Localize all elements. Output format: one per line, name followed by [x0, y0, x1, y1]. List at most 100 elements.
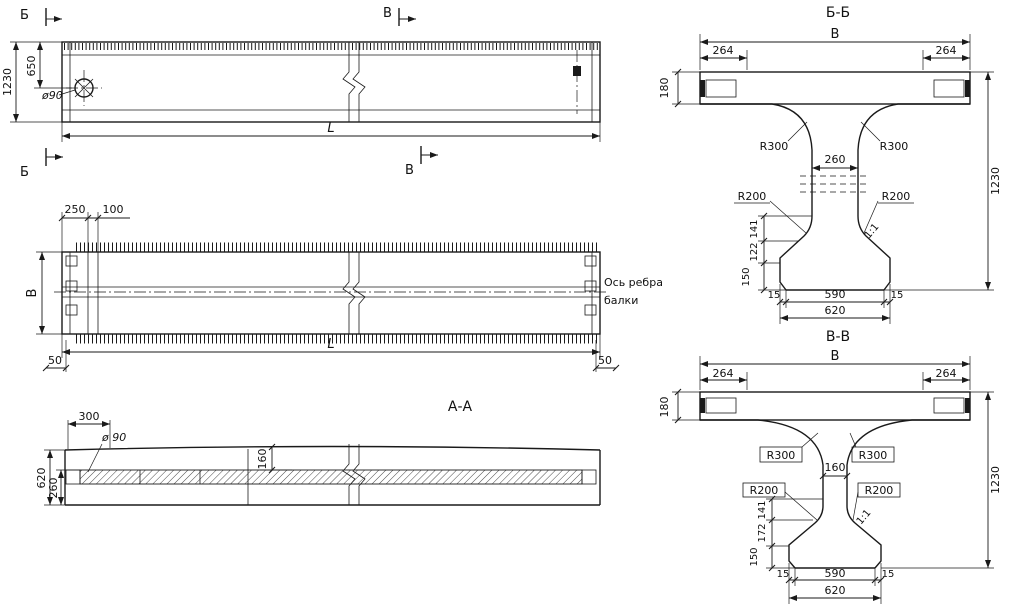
bb-r200-left: R200	[734, 190, 807, 234]
bb-dim-264-right-label: 264	[936, 44, 957, 57]
aa-dim-300: 300	[67, 410, 111, 449]
section-marker-v-bottom: В	[405, 146, 438, 178]
vv-r200-right: R200	[852, 482, 901, 521]
vv-dim-180-label: 180	[658, 397, 671, 418]
plan-dim-50-left-label: 50	[48, 354, 62, 367]
vv-dim-141-label: 141	[757, 500, 768, 519]
aa-top-edge	[64, 445, 601, 451]
bb-dim-width: В	[699, 27, 971, 70]
bb-bottom-dims: 15 590 15 620	[768, 284, 903, 324]
vv-dim-width-label: В	[831, 349, 840, 364]
section-marker-b-top: Б	[20, 8, 62, 26]
vv-web-right	[846, 419, 970, 569]
plan-dim-L-label: L	[327, 337, 334, 352]
section-bb-view: Б-Б В 264 264	[658, 5, 1002, 324]
break-symbol-plan	[342, 252, 366, 334]
break-symbol-aa	[342, 444, 366, 505]
plan-dim-width-label: В	[25, 289, 40, 298]
elevation-dim-L: L	[61, 121, 601, 142]
bb-r200-right: R200	[863, 190, 914, 234]
elevation-view: Б В	[1, 6, 601, 180]
plan-dim-50-right: 50	[592, 340, 620, 372]
elevation-dim-1230: 1230	[1, 41, 62, 123]
section-bb-title: Б-Б	[826, 5, 850, 21]
bb-dim-264-right: 264	[922, 44, 970, 70]
elevation-dim-650-label: 650	[25, 56, 38, 77]
vv-slope-label: 1:1	[855, 508, 874, 527]
vv-dim-590-label: 590	[825, 567, 846, 580]
plan-dim-50-left: 50	[42, 340, 70, 372]
bb-r200-right-label: R200	[882, 190, 911, 203]
section-aa-view: А-А 300 ø 90	[35, 399, 601, 506]
vv-r200-right-label: R200	[865, 484, 894, 497]
bb-dim-122-label: 122	[749, 242, 760, 261]
bb-dim-141-label: 141	[749, 219, 760, 238]
bb-r300-left-label: R300	[760, 140, 789, 153]
bb-web-right	[857, 103, 970, 291]
bb-r200-left-label: R200	[738, 190, 767, 203]
aa-dim-620-label: 620	[35, 468, 48, 489]
aa-hole-dim-label: ø 90	[101, 431, 126, 444]
aa-dim-620: 620	[35, 449, 65, 506]
hole-symbol	[66, 70, 102, 106]
bb-dim-web-label: 260	[825, 153, 846, 166]
bb-dim-180: 180	[658, 68, 700, 108]
aa-dim-160-label: 160	[256, 449, 269, 470]
bb-r300-left: R300	[760, 121, 808, 153]
anchor-symbol	[573, 50, 581, 114]
aa-dim-260-label: 260	[47, 478, 60, 499]
vv-r300-right-label: R300	[859, 449, 888, 462]
section-vv-view: В-В В 264 264	[658, 329, 1002, 604]
vv-dim-264-right-label: 264	[936, 367, 957, 380]
bb-dim-264-left-label: 264	[713, 44, 734, 57]
plan-dim-50-right-label: 50	[598, 354, 612, 367]
plan-dim-width: В	[25, 251, 62, 335]
section-marker-b-bottom-label: Б	[20, 165, 29, 180]
bb-r300-right-label: R300	[880, 140, 909, 153]
section-marker-b-top-label: Б	[20, 8, 29, 23]
bb-dim-264-left: 264	[700, 44, 748, 70]
bb-r300-right: R300	[860, 121, 909, 153]
plan-view: 250 100 В L 50 50	[25, 203, 663, 372]
vv-dim-1230-label: 1230	[989, 466, 1002, 494]
section-aa-title: А-А	[448, 399, 473, 415]
beam-elevation-outline	[61, 41, 601, 123]
bb-dim-180-label: 180	[658, 78, 671, 99]
rib-axis-label-line1: Ось ребра	[604, 276, 663, 289]
bb-dim-150-label: 150	[741, 267, 752, 286]
bb-dim-590-label: 590	[825, 288, 846, 301]
aa-dim-300-label: 300	[79, 410, 100, 423]
plan-dim-L: L	[61, 334, 601, 358]
vv-dim-1230: 1230	[881, 391, 1002, 569]
vv-r200-left-label: R200	[750, 484, 779, 497]
elevation-hole-dim: ø90	[41, 89, 76, 102]
beam-plan-outline	[61, 251, 601, 335]
vv-dim-620-label: 620	[825, 584, 846, 597]
section-marker-v-top: В	[383, 6, 416, 26]
vv-flange	[699, 391, 971, 421]
vv-dim-width: В	[699, 349, 971, 390]
bb-dim-15-left-label: 15	[768, 290, 781, 301]
vv-dim-180: 180	[658, 388, 700, 424]
aa-dim-160: 160	[256, 443, 292, 474]
aa-dim-260: 260	[47, 469, 80, 505]
bb-dim-web: 260	[812, 153, 858, 171]
bb-flange	[699, 71, 971, 105]
plan-dim-250-label: 250	[65, 203, 86, 216]
vv-dim-web-label: 160	[825, 461, 846, 474]
vv-dim-stack: 141 172 150	[749, 495, 823, 572]
vv-r200-left: R200	[742, 482, 818, 521]
bb-dim-1230: 1230	[884, 71, 1002, 291]
elevation-hole-dim-label: ø90	[41, 89, 63, 102]
vv-dim-150-label: 150	[749, 547, 760, 566]
aa-hatched-slab	[79, 469, 583, 485]
vv-r300-left-label: R300	[767, 449, 796, 462]
bb-dim-stack: 141 122 150	[741, 212, 812, 294]
rib-axis-label-line2: балки	[604, 294, 638, 307]
break-symbol-elevation	[342, 42, 366, 122]
aa-hole-dim: ø 90	[87, 431, 126, 473]
vv-r300-left: R300	[759, 432, 819, 463]
bb-dim-1230-label: 1230	[989, 167, 1002, 195]
elevation-dim-650: 650	[25, 42, 72, 89]
vv-dim-264-right: 264	[922, 367, 970, 390]
